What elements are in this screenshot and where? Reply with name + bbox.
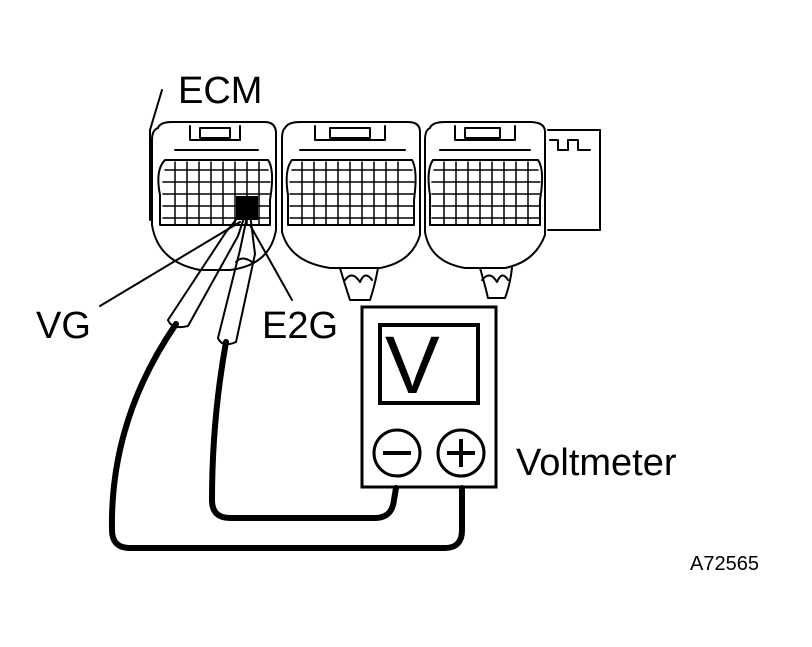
ecm-connector-2: [281, 121, 421, 301]
ecm-connector-3: [424, 121, 546, 299]
lead-positive: [108, 321, 465, 551]
voltmeter-label: Voltmeter: [516, 442, 677, 484]
connector-pin-grids: [162, 161, 541, 226]
probe-right: [217, 211, 256, 346]
vg-leader-line: [99, 221, 241, 307]
voltmeter-body: [360, 305, 498, 489]
e2g-leader-line: [249, 224, 293, 301]
ecm-label: ECM: [178, 70, 263, 112]
voltmeter-display-symbol: V: [385, 320, 440, 411]
lead-negative: [209, 339, 399, 521]
e2g-terminal-label: E2G: [262, 305, 339, 347]
vg-terminal-label: VG: [36, 305, 91, 347]
probe-left: [167, 209, 247, 329]
plus-icon: [436, 428, 486, 478]
voltmeter-display: [378, 323, 480, 405]
ecm-leader-line: [149, 89, 163, 131]
minus-icon: [372, 428, 422, 478]
voltmeter: [360, 305, 498, 489]
ecm-housing: [149, 129, 601, 231]
figure-code: A72565: [690, 553, 759, 575]
ecm-connector-1: [151, 121, 277, 271]
